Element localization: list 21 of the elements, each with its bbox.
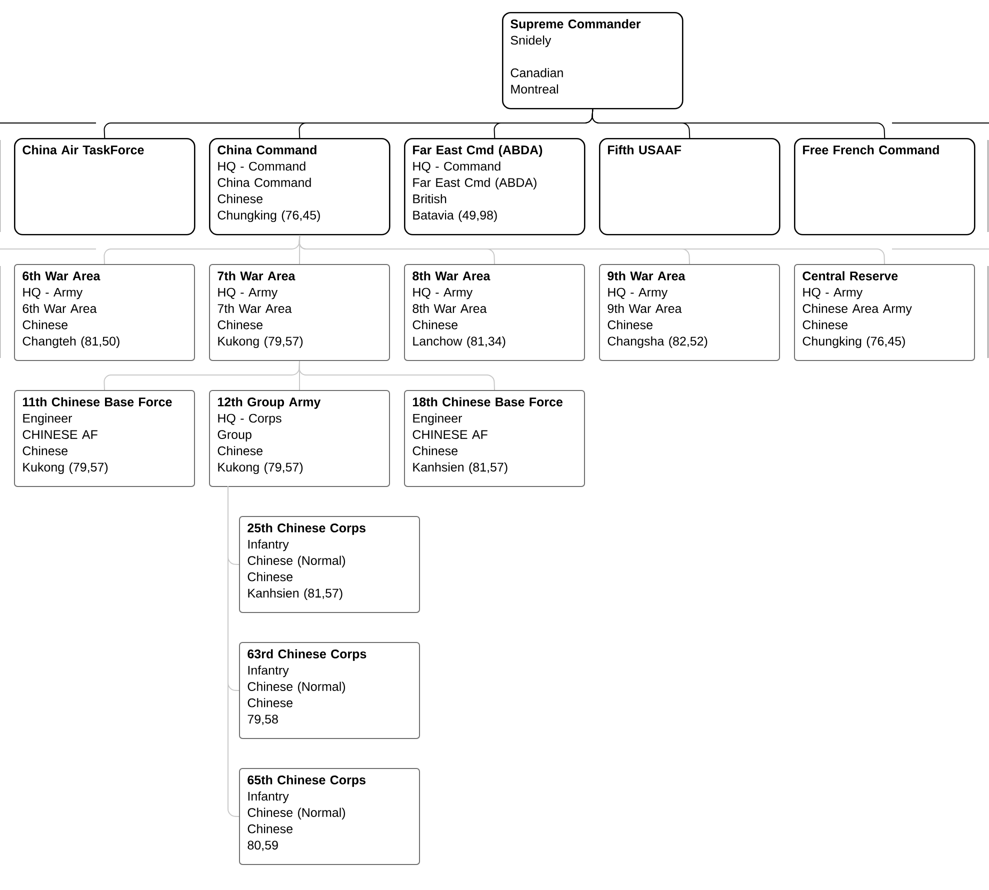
command-box: China Command HQ - Command China Command Chinese Chungking (76,45) bbox=[209, 138, 390, 236]
unit-box: 7th War Area HQ - Army 7th War Area Chinese Kukong (79,57) bbox=[209, 264, 390, 361]
command-box: Free French Command bbox=[794, 138, 976, 236]
connector-line bbox=[228, 486, 240, 817]
command-box: China Air TaskForce bbox=[14, 138, 196, 236]
command-box: Supreme Commander Snidely Canadian Montreal bbox=[502, 12, 684, 110]
connector-line bbox=[298, 234, 885, 264]
unit-box: 18th Chinese Base Force Engineer CHINESE AF Chinese Kanhsien (81,57) bbox=[404, 390, 585, 487]
command-box: Fifth USAAF bbox=[599, 138, 780, 236]
command-box: Far East Cmd (ABDA) HQ - Command Far East Cmd (ABDA) British Batavia (49,98) bbox=[404, 138, 586, 236]
unit-box: 9th War Area HQ - Army 9th War Area Chinese Changsha (82,52) bbox=[599, 264, 780, 361]
unit-box: 11th Chinese Base Force Engineer CHINESE AF Chinese Kukong (79,57) bbox=[14, 390, 195, 487]
connector-line bbox=[592, 108, 886, 138]
unit-box: 8th War Area HQ - Army 8th War Area Chinese Lanchow (81,34) bbox=[404, 264, 585, 361]
unit-box: 25th Chinese Corps Infantry Chinese (Normal) Chinese Kanhsien (81,57) bbox=[239, 516, 420, 613]
unit-box: 63rd Chinese Corps Infantry Chinese (Normal) Chinese 79,58 bbox=[239, 642, 420, 739]
unit-box: 6th War Area HQ - Army 6th War Area Chinese Changteh (81,50) bbox=[14, 264, 195, 361]
unit-box: Central Reserve HQ - Army Chinese Area Army Chinese Chungking (76,45) bbox=[794, 264, 975, 361]
unit-box: 65th Chinese Corps Infantry Chinese (Normal) Chinese 80,59 bbox=[239, 768, 420, 865]
unit-box: 12th Group Army HQ - Corps Group Chinese Kukong (79,57) bbox=[209, 390, 390, 487]
connector-line bbox=[298, 360, 495, 390]
